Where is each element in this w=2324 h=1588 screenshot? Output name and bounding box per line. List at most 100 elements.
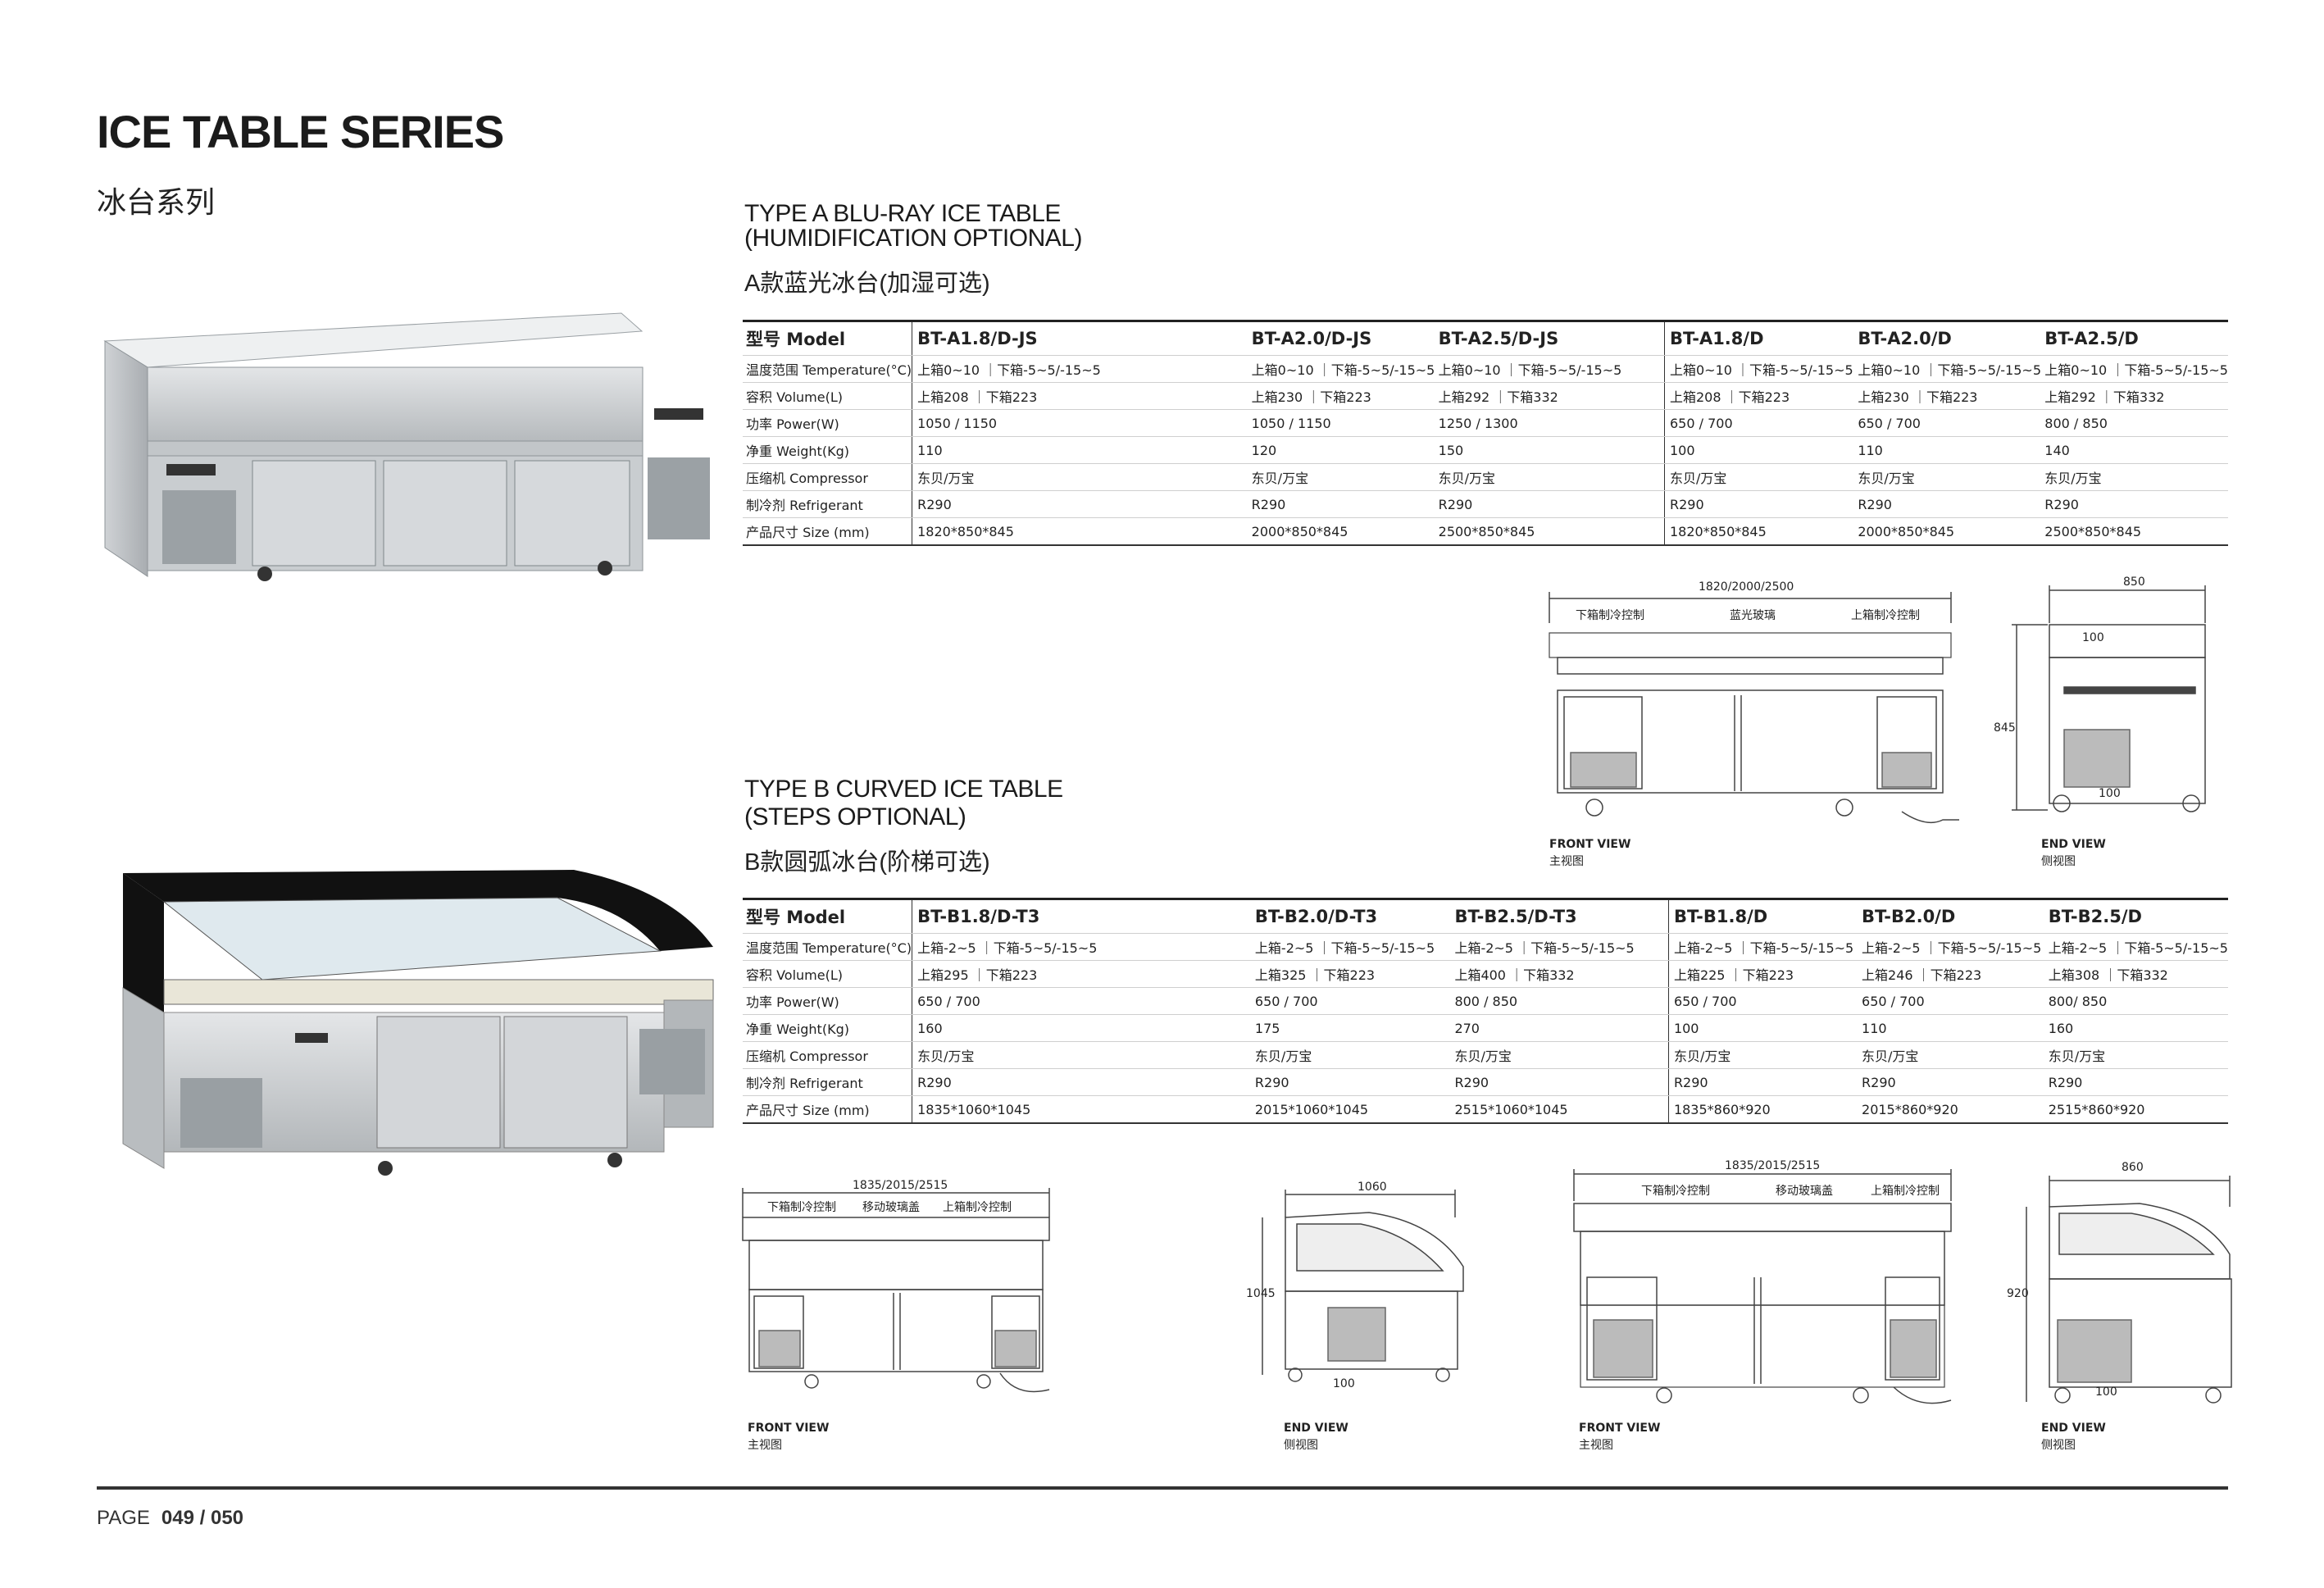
table-row: 温度范围 Temperature(°C)上箱-2~5 ｜下箱-5~5/-15~5… [743,933,2228,961]
type-a-front-width: 1820/2000/2500 [1699,580,1794,594]
table-cell: 1835*1060*1045 [912,1095,1252,1124]
row-label: 温度范围 Temperature(°C) [743,355,912,383]
page-title: ICE TABLE SERIES [97,106,504,157]
table-cell: 东贝/万宝 [1248,463,1435,491]
table-cell: 上箱292 ｜下箱332 [2041,382,2228,410]
type-b-title-line1: TYPE B CURVED ICE TABLE [744,776,1063,803]
type-b-dim-100: 100 [2095,1386,2117,1399]
type-a-dim-100-bottom: 100 [2099,787,2121,800]
type-a-front-view-drawing [1549,592,1959,824]
table-cell: 上箱-2~5 ｜下箱-5~5/-15~5 [1858,933,2045,961]
table-cell: 2015*1060*1045 [1251,1095,1452,1124]
table-cell: 上箱295 ｜下箱223 [912,960,1252,988]
table-cell: BT-A1.8/D-JS [912,322,1248,356]
table-cell: 160 [912,1014,1252,1042]
type-b-t3-front-view-label-cn: 主视图 [748,1439,782,1452]
table-cell: 1835*860*920 [1667,1095,1859,1124]
type-a-front-view-label-cn: 主视图 [1549,855,1584,868]
table-cell: 1050 / 1150 [1248,409,1435,437]
row-label: 制冷剂 Refrigerant [743,490,912,518]
table-cell: R290 [1663,490,1855,518]
table-cell: 100 [1667,1014,1859,1042]
type-a-title-cn: A款蓝光冰台(加湿可选) [744,271,990,297]
type-a-blue-glass-label: 蓝光玻璃 [1730,609,1776,622]
type-a-title-line2: (HUMIDIFICATION OPTIONAL) [744,225,1082,252]
page-label: PAGE [97,1507,150,1529]
type-b-product-image [122,870,714,1176]
page-indicator: PAGE 049 / 050 [97,1507,243,1530]
row-label: 温度范围 Temperature(°C) [743,933,912,961]
table-cell: 150 [1435,436,1665,464]
type-b-end-view-drawing [2026,1176,2232,1404]
type-a-dim-100-top: 100 [2082,631,2104,644]
table-cell: R290 [912,490,1248,518]
row-label: 压缩机 Compressor [743,1041,912,1069]
table-cell: 1050 / 1150 [912,409,1248,437]
table-cell: 东贝/万宝 [912,1041,1252,1069]
type-a-end-width: 850 [2123,576,2145,589]
footer-divider [97,1486,2228,1490]
row-label: 产品尺寸 Size (mm) [743,517,912,546]
page-number: 049 / 050 [161,1507,244,1529]
type-a-height: 845 [1994,721,2016,735]
table-cell: 650 / 700 [1667,987,1859,1015]
type-b-t3-end-view-label-cn: 侧视图 [1284,1439,1318,1452]
type-b-t3-front-width: 1835/2015/2515 [853,1179,948,1192]
type-b-front-view-label: FRONT VIEW [1579,1422,1661,1435]
row-label: 压缩机 Compressor [743,463,912,491]
type-b-end-width: 860 [2122,1161,2144,1174]
table-cell: 2515*860*920 [2044,1095,2228,1124]
table-cell: 东贝/万宝 [2044,1041,2228,1069]
type-a-upper-control-label: 上箱制冷控制 [1851,609,1920,622]
table-cell: 东贝/万宝 [1451,1041,1669,1069]
table-cell: BT-B2.0/D [1858,900,2045,934]
table-cell: R290 [1451,1068,1669,1096]
table-cell: 上箱0~10 ｜下箱-5~5/-15~5 [2041,355,2228,383]
table-cell: BT-A2.0/D-JS [1248,322,1435,356]
row-label: 产品尺寸 Size (mm) [743,1095,912,1124]
table-cell: 175 [1251,1014,1452,1042]
table-cell: 上箱208 ｜下箱223 [912,382,1248,410]
table-cell: 650 / 700 [912,987,1252,1015]
type-b-t3-upper-control-label: 上箱制冷控制 [943,1201,1012,1214]
table-cell: 上箱230 ｜下箱223 [1248,382,1435,410]
table-cell: BT-B2.0/D-T3 [1251,900,1452,934]
row-label: 功率 Power(W) [743,987,912,1015]
type-b-title-line2: (STEPS OPTIONAL) [744,803,966,830]
table-cell: R290 [2044,1068,2228,1096]
row-label: 功率 Power(W) [743,409,912,437]
type-b-upper-control-label: 上箱制冷控制 [1871,1185,1940,1198]
table-cell: BT-B1.8/D [1667,900,1859,934]
type-a-product-image [103,312,710,581]
table-cell: 1820*850*845 [912,517,1248,546]
type-a-end-view-label: END VIEW [2041,838,2106,851]
table-cell: 上箱246 ｜下箱223 [1858,960,2045,988]
table-cell: 650 / 700 [1858,987,2045,1015]
table-cell: 上箱0~10 ｜下箱-5~5/-15~5 [1663,355,1855,383]
table-cell: 800 / 850 [2041,409,2228,437]
table-cell: BT-B2.5/D-T3 [1451,900,1669,934]
table-cell: 上箱-2~5 ｜下箱-5~5/-15~5 [912,933,1252,961]
type-b-front-width: 1835/2015/2515 [1725,1159,1821,1172]
table-cell: 100 [1663,436,1855,464]
table-cell: 上箱0~10 ｜下箱-5~5/-15~5 [912,355,1248,383]
table-row: 温度范围 Temperature(°C)上箱0~10 ｜下箱-5~5/-15~5… [743,355,2228,383]
type-a-end-view-label-cn: 侧视图 [2041,855,2076,868]
type-b-t3-end-view-drawing [1262,1190,1464,1382]
table-cell: 上箱0~10 ｜下箱-5~5/-15~5 [1435,355,1665,383]
type-b-front-view-label-cn: 主视图 [1579,1439,1613,1452]
table-cell: 650 / 700 [1663,409,1855,437]
table-cell: BT-A2.5/D-JS [1435,322,1665,356]
table-cell: 120 [1248,436,1435,464]
table-cell: 东贝/万宝 [1667,1041,1859,1069]
